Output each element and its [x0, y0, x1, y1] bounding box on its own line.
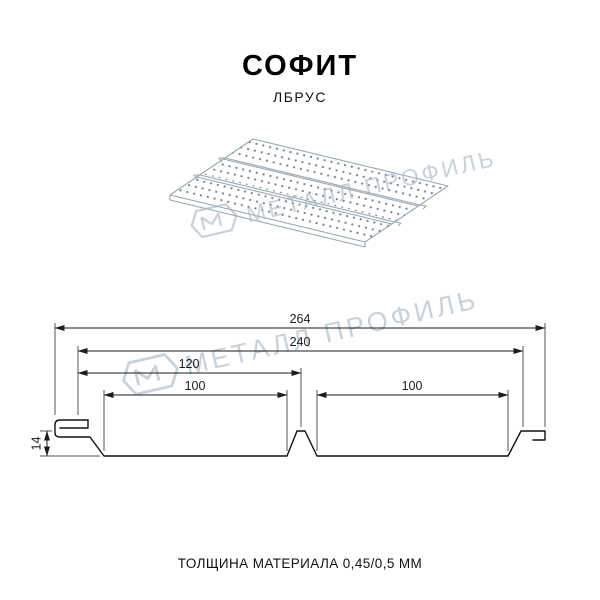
perforated-strip-3: [173, 178, 391, 240]
metall-profil-logo-icon: [190, 203, 238, 239]
dim-label-height: 14: [30, 437, 44, 451]
watermark-text: МЕТАЛЛ ПРОФИЛЬ: [182, 284, 481, 381]
panel-thickness-edge: [169, 195, 366, 248]
soffit-3d-view: [169, 138, 449, 248]
dim-label-module-right: 100: [402, 379, 423, 393]
perforated-strip-1: [227, 141, 446, 203]
product-title: СОФИТ: [241, 50, 359, 82]
panel-end-notches: [193, 157, 427, 227]
dim-label-overall: 264: [290, 312, 311, 326]
material-thickness-caption: ТОЛЩИНА МАТЕРИАЛА 0,45/0,5 ММ: [177, 556, 423, 571]
perforated-strip-2: [202, 160, 417, 221]
dim-label-working: 240: [290, 335, 311, 349]
panel-grooves: [196, 157, 421, 225]
product-subtitle: ЛБРУС: [273, 89, 327, 105]
dim-label-module-left: 100: [185, 379, 206, 393]
profile-fold-line: [59, 419, 89, 429]
profile-outline: [54, 419, 546, 457]
metall-profil-logo-icon: [122, 353, 179, 396]
dim-label-half: 120: [179, 357, 200, 371]
profile-section: [54, 419, 546, 457]
extension-lines: [40, 323, 546, 457]
dimension-lines: [44, 325, 546, 457]
dimension-annotations: 264 240 120 100 100 14: [30, 312, 546, 457]
